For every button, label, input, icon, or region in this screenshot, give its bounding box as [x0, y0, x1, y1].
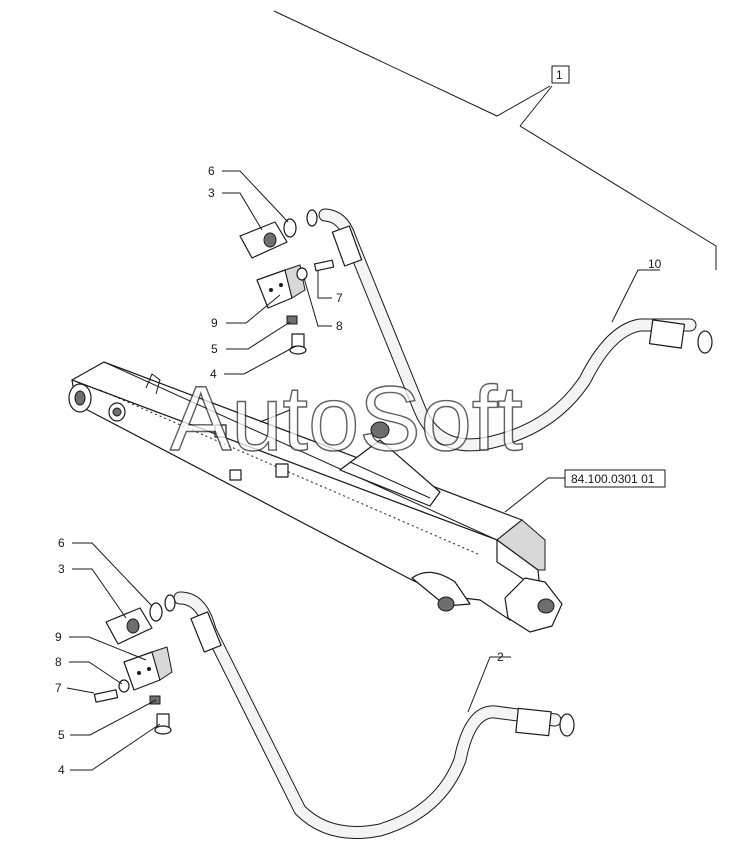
callout-upper-10: 10	[648, 257, 662, 271]
assembly-bracket: 1	[273, 10, 717, 270]
assembly-callout-box	[551, 65, 570, 84]
callout-lower-8: 8	[55, 655, 62, 669]
callout-upper-3: 3	[208, 186, 215, 200]
watermark: AutoSoft	[170, 368, 523, 470]
callout-lower-9: 9	[55, 630, 62, 644]
upper-clamp	[239, 218, 335, 355]
callout-lower-7: 7	[55, 681, 62, 695]
callout-lower-2: 2	[497, 650, 504, 664]
callout-lower-5: 5	[58, 728, 65, 742]
callout-1: 1	[556, 68, 563, 82]
callout-upper-5: 5	[211, 342, 218, 356]
lower-clamp	[93, 602, 173, 735]
callout-upper-8: 8	[336, 319, 343, 333]
callout-lower-6: 6	[58, 536, 65, 550]
boom-arm	[68, 361, 563, 633]
lower-leaders	[66, 542, 511, 771]
lower-tube	[164, 591, 575, 839]
reference-number: 84.100.0301 01	[571, 472, 655, 486]
callout-upper-7: 7	[336, 291, 343, 305]
reference-box: 84.100.0301 01	[564, 469, 666, 488]
callout-upper-6: 6	[208, 164, 215, 178]
callout-upper-4: 4	[210, 367, 217, 381]
callout-lower-3: 3	[58, 562, 65, 576]
callout-lower-4: 4	[58, 763, 65, 777]
upper-tube	[306, 208, 713, 452]
callout-upper-9: 9	[211, 316, 218, 330]
